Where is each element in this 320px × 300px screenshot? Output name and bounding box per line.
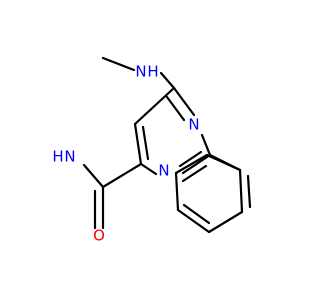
bond-c4-c5-inner bbox=[141, 125, 150, 161]
bond-ph-5-6-inner bbox=[181, 164, 208, 183]
bond-n1-c2 bbox=[200, 133, 212, 157]
atom-h-methylamino: H bbox=[147, 63, 158, 81]
bonds bbox=[82, 56, 252, 234]
bond-ph-4-5 bbox=[174, 171, 180, 212]
atom-n-amide: N bbox=[64, 148, 75, 166]
molecule-structure: N H N N H N O bbox=[52, 56, 252, 245]
bond-c2-n3 bbox=[181, 153, 212, 175]
bond-methyl-nh bbox=[101, 56, 136, 72]
bond-ph-2-3 bbox=[207, 210, 244, 234]
label-bg-n3 bbox=[157, 162, 172, 180]
bond-c6-n1-inner bbox=[165, 95, 186, 122]
bond-c2-n3-inner bbox=[178, 150, 203, 168]
atom-o-amide: O bbox=[93, 227, 105, 245]
bond-n3-c4 bbox=[139, 162, 158, 176]
atom-n-ring-top: N bbox=[188, 116, 199, 134]
atom-n-ring-bottom: N bbox=[158, 162, 169, 180]
bond-ph-3-4-inner bbox=[182, 203, 211, 225]
bond-ph-5-6 bbox=[174, 153, 209, 175]
label-bg-n1 bbox=[187, 116, 202, 134]
atom-h2-amide: H bbox=[52, 148, 63, 166]
bond-ph-1-2 bbox=[238, 168, 244, 214]
atom-n-methylamino: N bbox=[135, 63, 146, 81]
bond-ph-3-4 bbox=[176, 208, 211, 234]
bond-nh-c6 bbox=[159, 71, 176, 90]
bond-ph-6-1 bbox=[205, 153, 242, 172]
bond-carbonyl-nh2 bbox=[82, 163, 105, 189]
bond-c6-n1 bbox=[172, 86, 196, 117]
bond-c4-carbonyl bbox=[101, 162, 143, 189]
bond-c5-c6 bbox=[133, 86, 176, 126]
bond-c4-c5 bbox=[133, 122, 143, 166]
atom-labels: N H N N H N O bbox=[52, 63, 202, 245]
bond-ph-1-2-inner bbox=[246, 174, 252, 209]
